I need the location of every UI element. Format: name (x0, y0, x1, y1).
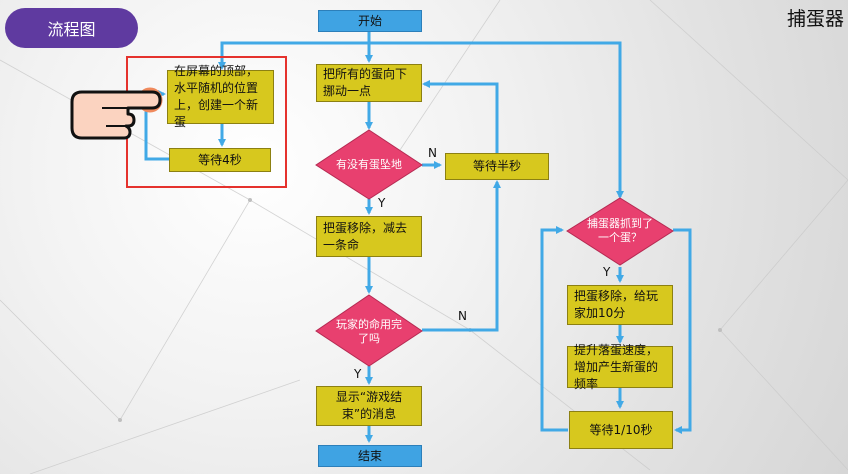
move-eggs-label: 把所有的蛋向下挪动一点 (323, 67, 408, 98)
process-move-eggs: 把所有的蛋向下挪动一点 (316, 64, 422, 102)
pointing-hand-icon (70, 87, 163, 140)
decision-catcher-text: 捕蛋器抓到了一个蛋？ (587, 217, 653, 244)
process-wait-half: 等待半秒 (445, 153, 549, 180)
label-y-egg-landed: Y (378, 196, 386, 210)
arrow-d2-wait (422, 180, 501, 332)
arrow-branch-right (369, 41, 624, 199)
label-n-egg-landed: N (428, 146, 437, 160)
arrow-wait-loop-right (540, 226, 568, 432)
end-label: 结束 (357, 448, 382, 463)
process-speed-up: 提升落蛋速度，增加产生新蛋的频率 (567, 343, 673, 391)
arrow-wait-loop (422, 80, 499, 153)
process-remove-egg-score: 把蛋移除，给玩家加10分 (567, 285, 673, 325)
arrow-branch-left (218, 41, 369, 70)
label-y-catcher: Y (603, 265, 611, 279)
create-egg-label: 在屏幕的顶部，水平随机的位置上，创建一个新蛋 (174, 64, 259, 129)
label-y-lives-done: Y (354, 367, 362, 381)
wait-4-label: 等待4秒 (198, 152, 242, 167)
process-wait-tenth: 等待1/10秒 (569, 411, 673, 449)
remove-egg-life-label: 把蛋移除，减去一条命 (323, 220, 408, 252)
start-node: 开始 (318, 10, 422, 32)
wait-half-label: 等待半秒 (472, 159, 521, 173)
decision-diamond-lives-done (315, 294, 423, 367)
show-game-over-label: 显示“游戏结束”的消息 (335, 390, 403, 421)
page-title: 捕蛋器 (786, 8, 844, 30)
start-label: 开始 (357, 13, 382, 28)
speed-up-label: 提升落蛋速度，增加产生新蛋的频率 (574, 342, 659, 391)
process-show-game-over: 显示“游戏结束”的消息 (316, 386, 422, 426)
process-remove-egg-life: 把蛋移除，减去一条命 (316, 216, 422, 257)
label-n-lives-done: N (458, 309, 467, 323)
process-create-egg: 在屏幕的顶部，水平随机的位置上，创建一个新蛋 (167, 64, 274, 129)
decision-lives-done-text: 玩家的命用完了吗 (336, 318, 402, 345)
wait-tenth-label: 等待1/10秒 (589, 422, 653, 437)
decision-diamond-catcher (566, 197, 674, 266)
decision-diamond-egg-landed (315, 129, 423, 200)
decision-egg-landed-text: 有没有蛋坠地 (336, 158, 402, 171)
end-node: 结束 (318, 445, 422, 467)
remove-egg-score-label: 把蛋移除，给玩家加10分 (574, 289, 659, 320)
flowchart-tag: 流程图 (5, 8, 138, 48)
process-wait-4: 等待4秒 (169, 148, 271, 172)
arrow-d3-n-loop (673, 228, 692, 434)
